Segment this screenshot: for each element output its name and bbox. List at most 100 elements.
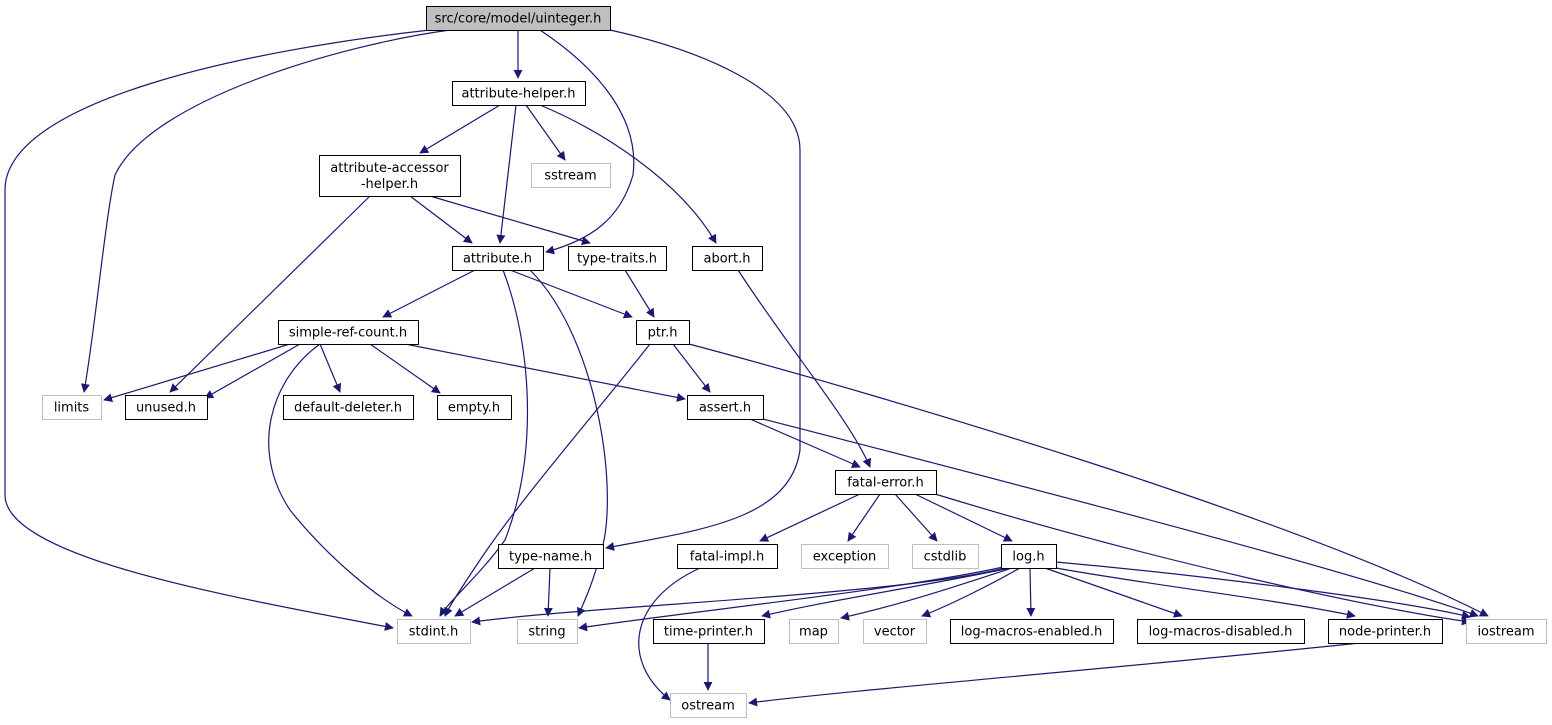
node-box: [1137, 619, 1305, 644]
edge-log-to-stdint: [471, 567, 1006, 626]
node-node-printer[interactable]: node-printer.h: [1328, 619, 1443, 644]
node-box: [498, 544, 604, 569]
node-box: [125, 395, 208, 420]
edge-uinteger-to-stdint: [4, 29, 431, 631]
node-iostream: iostream: [1466, 619, 1547, 644]
node-box: [692, 246, 763, 271]
node-attribute-helper[interactable]: attribute-helper.h: [452, 81, 586, 106]
node-fatal-impl[interactable]: fatal-impl.h: [677, 544, 778, 569]
node-box: [670, 693, 747, 718]
edge-ptr-to-iostream: [688, 343, 1489, 617]
edge-log-to-vector: [921, 567, 1021, 618]
node-box: [319, 155, 461, 197]
node-label: src/core/model/uinteger.h: [435, 12, 602, 27]
node-log[interactable]: log.h: [1001, 544, 1057, 569]
edges: [4, 29, 1489, 707]
node-simple-ref-count[interactable]: simple-ref-count.h: [278, 320, 419, 345]
node-label: empty.h: [448, 401, 500, 416]
edge-arrow: [914, 493, 1013, 542]
edge-arrow: [1055, 561, 1471, 620]
edge-arrow: [762, 418, 1479, 618]
node-string: string: [517, 619, 578, 644]
edge-arrow: [749, 418, 861, 468]
edge-arrow: [404, 343, 686, 402]
edge-arrow: [638, 567, 701, 701]
node-box: [397, 619, 471, 644]
node-empty[interactable]: empty.h: [437, 395, 512, 420]
node-box: [912, 544, 979, 569]
node-attribute-accessor[interactable]: attribute-accessor-helper.h: [319, 155, 461, 197]
node-label: log-macros-disabled.h: [1149, 625, 1293, 640]
node-box: [452, 246, 544, 271]
node-log-macros-enabled[interactable]: log-macros-enabled.h: [950, 619, 1114, 644]
node-exception: exception: [801, 544, 889, 569]
edge-attribute-accessor-to-attribute: [409, 195, 473, 244]
node-assert[interactable]: assert.h: [687, 395, 764, 420]
node-label: sstream: [544, 169, 596, 184]
node-stdint: stdint.h: [397, 619, 471, 644]
edge-arrow: [672, 343, 711, 393]
edge-fatal-error-to-log: [914, 493, 1013, 542]
edge-arrow: [496, 104, 517, 244]
node-label: attribute-accessor: [330, 161, 449, 176]
edge-arrow: [737, 269, 871, 468]
node-label: fatal-impl.h: [690, 550, 764, 565]
edge-attribute-accessor-to-type-traits: [429, 195, 591, 246]
edge-arrow: [509, 269, 633, 319]
edge-arrow: [539, 29, 635, 255]
node-time-printer[interactable]: time-printer.h: [653, 619, 765, 644]
edge-attribute-helper-to-sstream: [525, 104, 566, 161]
edge-simple-ref-count-to-empty: [369, 343, 441, 394]
node-log-macros-disabled[interactable]: log-macros-disabled.h: [1137, 619, 1305, 644]
edge-attribute-to-stdint: [439, 269, 529, 617]
edge-attribute-to-string: [529, 269, 608, 617]
node-default-deleter[interactable]: default-deleter.h: [283, 395, 414, 420]
node-unused[interactable]: unused.h: [125, 395, 208, 420]
node-box: [1466, 619, 1547, 644]
node-uinteger[interactable]: src/core/model/uinteger.h: [426, 6, 611, 31]
edge-ptr-to-assert: [672, 343, 711, 393]
node-ostream: ostream: [670, 693, 747, 718]
edge-arrow: [429, 195, 591, 246]
node-box: [677, 544, 778, 569]
edge-log-to-log-macros-enabled: [1026, 567, 1036, 617]
edge-simple-ref-count-to-default-deleter: [319, 343, 342, 393]
edge-attribute-accessor-to-unused: [169, 195, 371, 393]
edge-arrow: [409, 195, 473, 244]
edge-abort-to-fatal-error: [737, 269, 871, 468]
node-abort[interactable]: abort.h: [692, 246, 763, 271]
node-label: limits: [54, 401, 90, 416]
edge-fatal-error-to-cstdlib: [894, 493, 938, 542]
edge-arrow: [525, 104, 566, 161]
node-label: stdint.h: [409, 625, 458, 640]
node-label: type-traits.h: [577, 252, 657, 267]
edge-arrow: [471, 567, 1006, 626]
edge-arrow: [80, 29, 451, 393]
edge-fatal-error-to-fatal-impl: [759, 493, 861, 542]
node-label: node-printer.h: [1339, 625, 1431, 640]
node-ptr[interactable]: ptr.h: [636, 320, 690, 345]
node-box: [1001, 544, 1057, 569]
node-label: vector: [874, 625, 916, 640]
edge-simple-ref-count-to-unused: [204, 343, 301, 399]
edge-log-to-string: [578, 565, 1009, 632]
edge-arrow: [543, 567, 553, 617]
node-box: [835, 470, 937, 495]
edge-arrow: [934, 493, 1471, 626]
edge-arrow: [688, 343, 1489, 617]
edge-arrow: [748, 642, 1361, 707]
node-vector: vector: [863, 619, 927, 644]
node-label: iostream: [1477, 625, 1534, 640]
node-box: [283, 395, 414, 420]
edge-arrow: [761, 567, 1011, 619]
edge-arrow: [847, 493, 881, 542]
node-box: [278, 320, 419, 345]
node-type-traits[interactable]: type-traits.h: [568, 246, 667, 271]
nodes: src/core/model/uinteger.h attribute-helpe…: [42, 6, 1547, 718]
node-label: assert.h: [699, 401, 751, 416]
edge-type-name-to-string: [543, 567, 553, 617]
node-attribute[interactable]: attribute.h: [452, 246, 544, 271]
node-box: [687, 395, 764, 420]
node-type-name[interactable]: type-name.h: [498, 544, 604, 569]
node-fatal-error[interactable]: fatal-error.h: [835, 470, 937, 495]
